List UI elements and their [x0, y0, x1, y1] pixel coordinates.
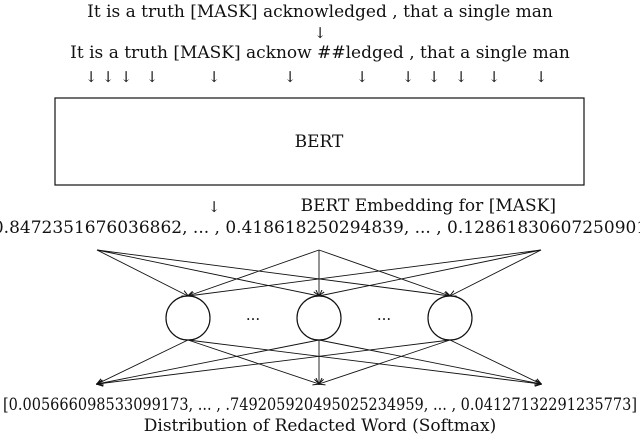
- token-arrow: ↓: [455, 68, 468, 86]
- hidden-ellipsis: ...: [377, 306, 391, 324]
- token-arrow: ↓: [120, 68, 133, 86]
- token-arrows: ↓ ↓ ↓ ↓ ↓ ↓ ↓ ↓ ↓ ↓ ↓ ↓: [85, 68, 548, 86]
- output-vector: [0.005666098533099173, ... , .7492059204…: [3, 395, 637, 415]
- hidden-node: [296, 295, 342, 341]
- token-arrow: ↓: [208, 68, 221, 86]
- hidden-ellipsis: ...: [246, 306, 260, 324]
- hidden-to-output-edges: [97, 339, 541, 384]
- hidden-node: [165, 295, 211, 341]
- mask-output-arrow: ↓: [208, 198, 221, 216]
- token-arrow: ↓: [535, 68, 548, 86]
- token-arrow: ↓: [284, 68, 297, 86]
- input-sentence: It is a truth [MASK] acknowledged , that…: [87, 2, 553, 22]
- token-arrow: ↓: [356, 68, 369, 86]
- input-to-hidden-edges: [96, 249, 542, 296]
- token-arrow: ↓: [428, 68, 441, 86]
- token-arrow: ↓: [85, 68, 98, 86]
- embedding-vector: [0.8472351676036862, ... , 0.41861825029…: [0, 218, 640, 238]
- bert-model-box: [54, 97, 585, 186]
- tokenize-arrow: ↓: [314, 24, 327, 42]
- token-arrow: ↓: [146, 68, 159, 86]
- bert-label: BERT: [295, 132, 344, 152]
- tokenized-sentence: It is a truth [MASK] acknow ##ledged , t…: [70, 43, 570, 63]
- token-arrow: ↓: [102, 68, 115, 86]
- output-caption: Distribution of Redacted Word (Softmax): [144, 416, 496, 436]
- hidden-node: [427, 295, 473, 341]
- embedding-caption: BERT Embedding for [MASK]: [301, 196, 556, 216]
- token-arrow: ↓: [488, 68, 501, 86]
- token-arrow: ↓: [402, 68, 415, 86]
